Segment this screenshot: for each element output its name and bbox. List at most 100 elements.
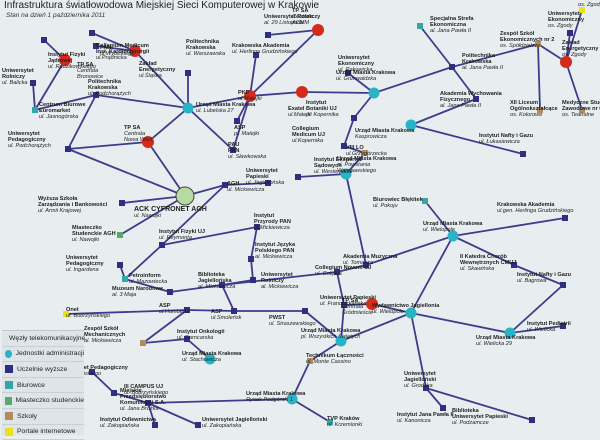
node-agh (222, 182, 228, 188)
node-addr-line: ul. Podzamcze (452, 420, 489, 426)
fiber-link (119, 195, 186, 236)
node-addr-line: pl. Wszystkich Świętych (300, 333, 360, 340)
node-name-line: Collegium Novum UJ (315, 265, 371, 271)
node-addr-line: ul. Grunwaldzka (336, 76, 376, 82)
node-name-line: Biblioteka (452, 408, 480, 414)
fiber-link (451, 66, 477, 100)
node-name-line: Jagiellońska (198, 278, 232, 284)
fiber-link (249, 91, 303, 97)
node-addr-line: ul. Wielopole (372, 309, 404, 315)
node-label: Interiaos. Zgody (578, 0, 600, 8)
node-addr-line: Rynek Podgórski 1 (246, 397, 293, 403)
node-up_pod (65, 146, 71, 152)
fiber-link (336, 271, 345, 306)
fiber-link (232, 95, 251, 151)
node-ifuj (159, 242, 165, 248)
node-bj (219, 282, 225, 288)
fiber-link (410, 98, 477, 126)
node-addr-line: ul. Bobrzyńskiego (66, 313, 110, 319)
fiber-link (365, 235, 454, 266)
node-addr-line: Kasprowicza (355, 134, 387, 140)
legend-item: Biurowce (2, 378, 84, 394)
fiber-link (186, 309, 235, 312)
node-name-line: TP SA (77, 62, 93, 68)
node-addr-line: ul. Łukasiewicza (479, 139, 520, 145)
fiber-link (451, 43, 539, 68)
node-umk_lub (182, 102, 194, 114)
node-name-line: Uniwersytet (8, 131, 40, 137)
node-name-line: Wyższa Szkoła (38, 196, 78, 202)
node-name-line: Biurowiec Błękitek (373, 197, 424, 203)
node-uj_gr (423, 385, 429, 391)
node-uj_zak (195, 422, 201, 428)
fiber-link (291, 360, 311, 400)
fiber-link (221, 284, 235, 312)
fiber-link (147, 398, 293, 404)
node-addr-line: Warszawskiego (337, 168, 376, 174)
legend-label: Miasteczko studenckie (15, 397, 84, 405)
node-addr-line: ul. Kopernika (306, 112, 339, 118)
node-io_zak (152, 422, 158, 428)
node-addr-line: Nowa Wieś (124, 137, 152, 143)
legend-swatch-portale (5, 427, 13, 436)
fiber-link (249, 54, 257, 97)
node-name-line: Przyrody PAN (254, 219, 291, 225)
node-name-line: Euromarket (39, 108, 70, 114)
node-name-line: XII Liceum (510, 100, 538, 106)
legend-label: Szkoły (17, 412, 38, 420)
node-name-line: Uniwersytet (66, 255, 98, 261)
node-buped (89, 369, 95, 375)
node-addr-line: al. Powstania (337, 162, 370, 168)
node-addr-line: ul.Matejki (288, 112, 312, 118)
node-addr-line: al. 3 Maja (112, 292, 136, 298)
node-name-line: ACK CYFRONET AGH (134, 206, 207, 213)
node-mn (167, 289, 173, 295)
node-bup (529, 417, 535, 423)
legend-label: Uczelnie wyższe (17, 365, 68, 373)
node-name-line: Krakowska (186, 45, 216, 51)
node-uni_zgody (567, 30, 573, 36)
node-name-line: Collegium Medicum (96, 43, 149, 49)
node-addr-line: ul.Matejki (238, 96, 262, 102)
fiber-link (297, 173, 347, 178)
node-name-line: Instytut Nafty i Gazu (479, 133, 534, 139)
fiber-link (169, 284, 223, 293)
node-asp3 (231, 308, 237, 314)
fiber-link (67, 148, 186, 197)
node-name-line: PKP (238, 90, 250, 96)
node-ijp (248, 256, 254, 262)
node-addr-line: Bronowice (77, 74, 103, 80)
node-iouj (184, 336, 190, 342)
node-name-line: PAN (228, 148, 239, 154)
node-addr-line: ul. Tomasza (343, 260, 373, 266)
node-addr-line: ul. Krzemionki (327, 422, 363, 428)
node-addr-line: ul.Grzegórzecka (346, 151, 387, 157)
node-addr-line: os. Zgody (562, 52, 588, 58)
node-pkp (244, 90, 256, 102)
node-up_ing (117, 262, 123, 268)
node-cmuj (341, 143, 347, 149)
node-addr-line: ul. Sławkowska (228, 154, 266, 160)
node-addr-line: ul. Lubelska 27 (196, 108, 235, 114)
legend-item: Szkoły (2, 409, 84, 425)
node-ijp2 (440, 405, 446, 411)
node-addr-line: ul. Wielicka (527, 327, 555, 333)
node-zss (535, 41, 541, 47)
node-name-line: Zakład (562, 40, 580, 46)
node-ka_her2 (562, 215, 568, 221)
node-name-line: Urząd Miasta Krakowa (423, 221, 483, 227)
